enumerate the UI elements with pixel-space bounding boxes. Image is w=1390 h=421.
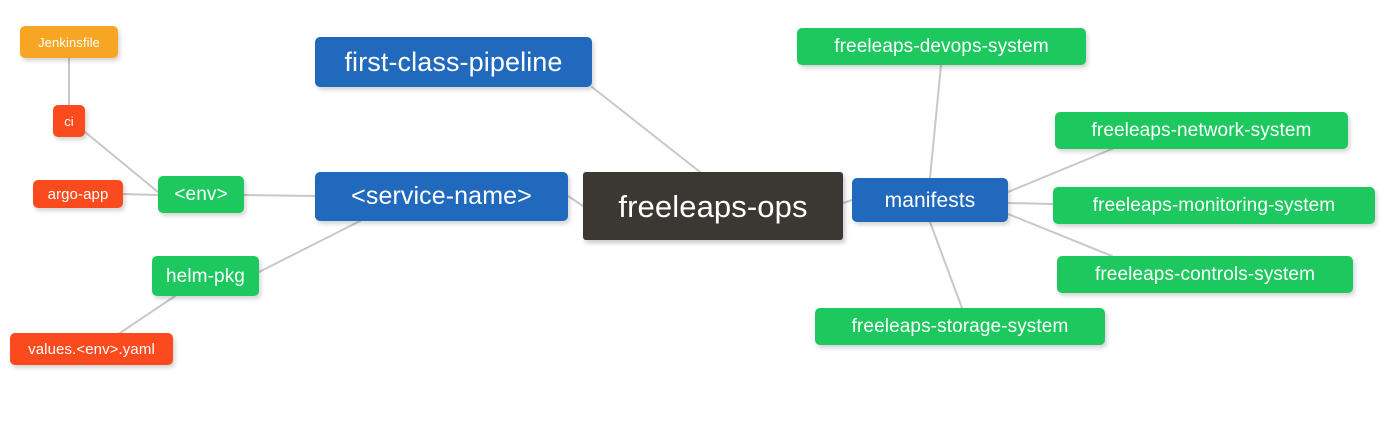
node-label: freeleaps-network-system (1091, 120, 1312, 141)
node-label: ci (64, 113, 74, 129)
node-manifests[interactable]: manifests (852, 178, 1008, 222)
edge-manifests-to-monitoring (1007, 202, 1054, 205)
edge-manifests-to-storage (929, 221, 963, 309)
edge-root-to-service (567, 195, 584, 207)
node-label: freeleaps-ops (618, 188, 808, 224)
edge-manifests-to-network (1007, 148, 1113, 193)
node-ci[interactable]: ci (53, 105, 85, 137)
node-label: first-class-pipeline (344, 46, 563, 77)
edge-env-to-argoapp (122, 193, 159, 196)
node-env[interactable]: <env> (158, 176, 244, 213)
edge-root-to-manifests (842, 199, 853, 204)
edge-root-to-pipeline (591, 86, 701, 173)
node-label: freeleaps-controls-system (1094, 264, 1316, 285)
node-label: freeleaps-storage-system (851, 316, 1069, 337)
edge-manifests-to-devops (929, 64, 942, 179)
node-label: <env> (174, 184, 228, 205)
edge-helm-to-valuesyaml (119, 295, 176, 334)
node-label: freeleaps-devops-system (834, 36, 1049, 57)
node-label: Jenkinsfile (38, 34, 100, 50)
node-label: helm-pkg (166, 265, 245, 287)
node-controls[interactable]: freeleaps-controls-system (1057, 256, 1353, 293)
edge-service-to-helm (258, 220, 361, 273)
edge-service-to-env (243, 194, 316, 197)
node-monitoring[interactable]: freeleaps-monitoring-system (1053, 187, 1375, 224)
node-label: manifests (884, 188, 976, 212)
node-valuesyaml[interactable]: values.<env>.yaml (10, 333, 173, 365)
node-storage[interactable]: freeleaps-storage-system (815, 308, 1105, 345)
node-service[interactable]: <service-name> (315, 172, 568, 221)
node-jenkinsfile[interactable]: Jenkinsfile (20, 26, 118, 58)
node-argoapp[interactable]: argo-app (33, 180, 123, 208)
node-label: argo-app (47, 185, 109, 203)
node-pipeline[interactable]: first-class-pipeline (315, 37, 592, 87)
node-helm[interactable]: helm-pkg (152, 256, 259, 296)
node-root[interactable]: freeleaps-ops (583, 172, 843, 240)
node-label: <service-name> (351, 182, 532, 210)
node-label: freeleaps-monitoring-system (1092, 195, 1336, 216)
node-devops[interactable]: freeleaps-devops-system (797, 28, 1086, 65)
node-network[interactable]: freeleaps-network-system (1055, 112, 1348, 149)
node-label: values.<env>.yaml (28, 340, 155, 358)
